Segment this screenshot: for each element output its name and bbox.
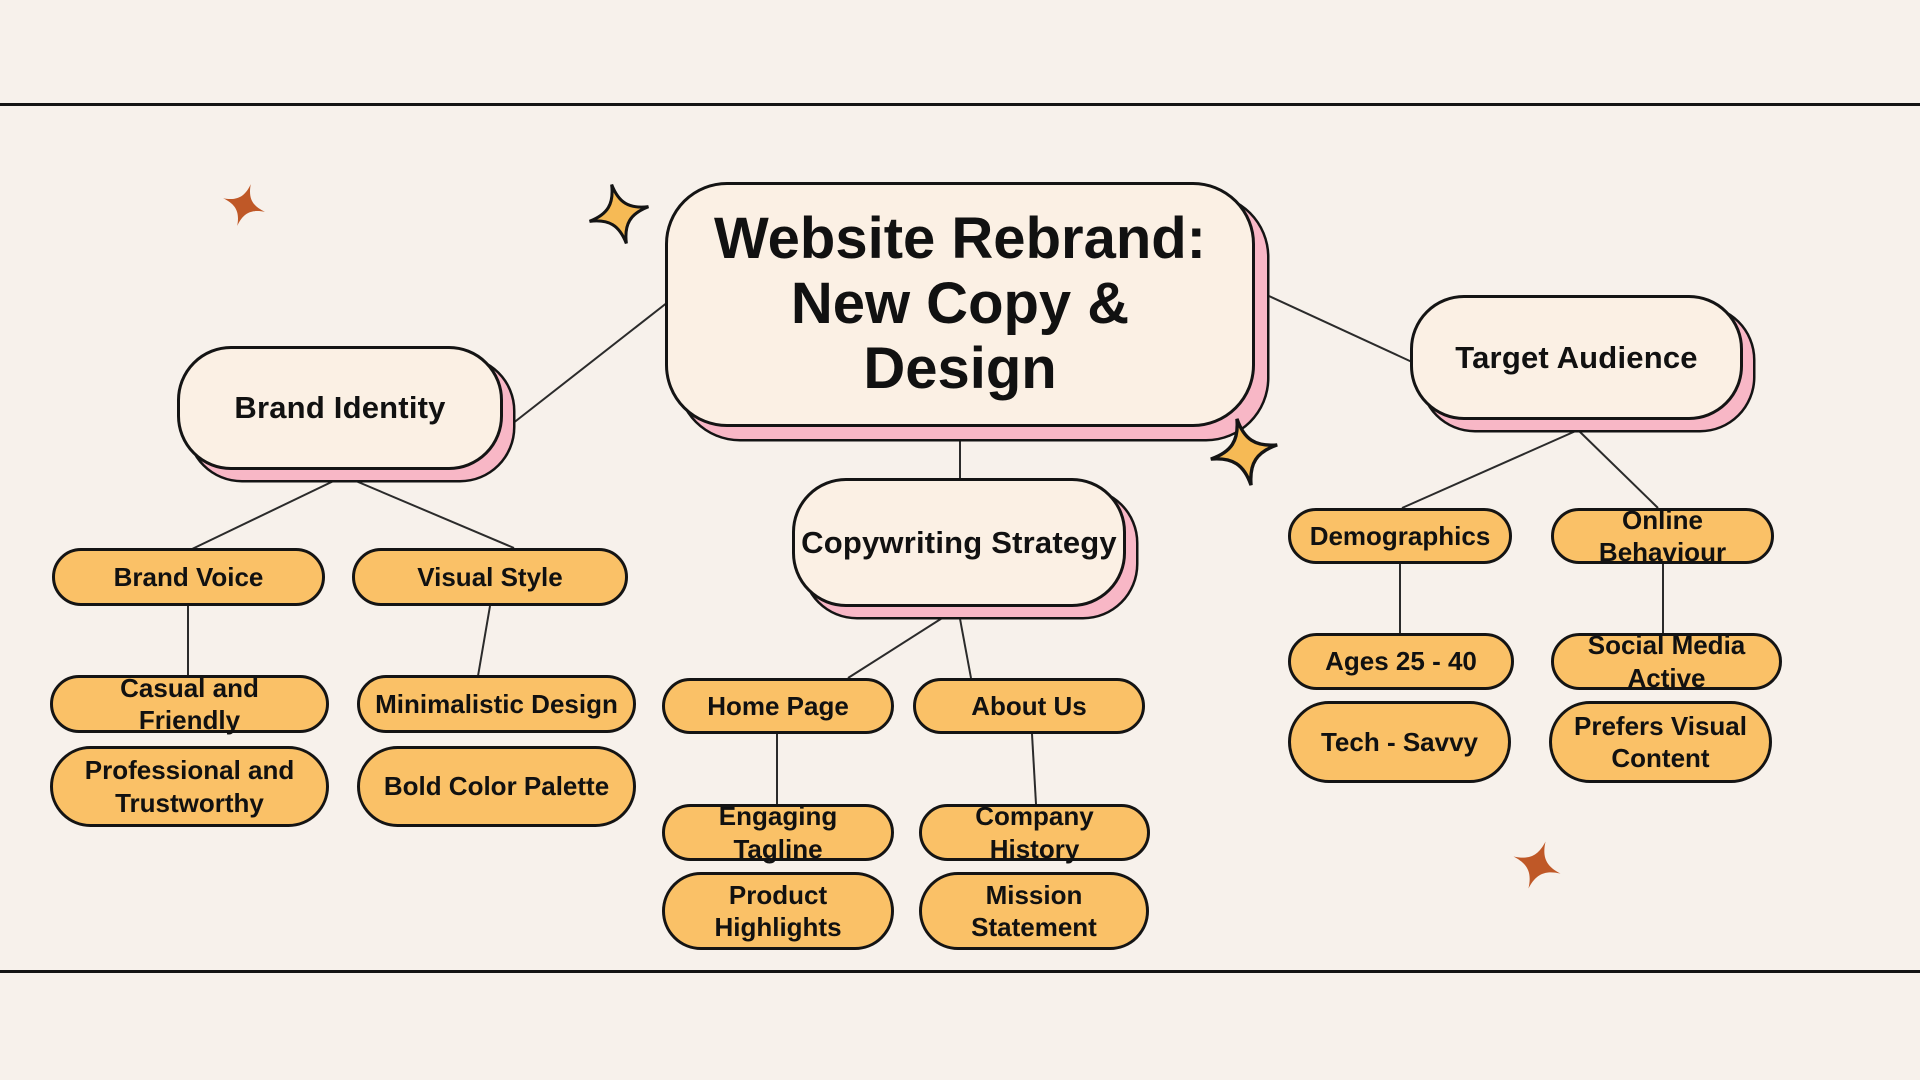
node-minimalistic-design: Minimalistic Design: [357, 675, 636, 733]
connector-line: [189, 475, 345, 551]
node-prefers-visual-content: Prefers Visual Content: [1549, 701, 1772, 783]
node-copywriting-strategy: Copywriting Strategy: [792, 478, 1126, 607]
node-tech-savvy: Tech - Savvy: [1288, 701, 1511, 783]
connector-line: [847, 607, 959, 679]
connector-line: [1401, 429, 1579, 509]
connector-line: [957, 607, 972, 679]
node-brand-voice: Brand Voice: [52, 548, 325, 606]
connector-line: [1577, 429, 1659, 509]
node-mission-statement: Mission Statement: [919, 872, 1149, 950]
connector-line: [1255, 289, 1413, 363]
four-point-sparkle-amber-icon: [588, 183, 650, 245]
four-point-star-rust-icon: [1513, 841, 1561, 889]
node-about-us: About Us: [913, 678, 1145, 734]
node-engaging-tagline: Engaging Tagline: [662, 801, 894, 864]
node-company-history: Company History: [919, 801, 1150, 864]
node-demographics: Demographics: [1288, 508, 1512, 564]
node-home-page: Home Page: [662, 678, 894, 734]
node-title: Website Rebrand: New Copy & Design: [665, 182, 1255, 427]
title-line: Design: [863, 335, 1057, 401]
node-bold-color-palette: Bold Color Palette: [357, 746, 636, 827]
title-line: Website Rebrand:: [713, 206, 1206, 272]
title-line: New Copy &: [790, 271, 1130, 337]
node-online-behaviour: Online Behaviour: [1551, 505, 1774, 567]
node-professional-and-trustworthy: Professional and Trustworthy: [50, 746, 329, 827]
node-brand-identity: Brand Identity: [177, 346, 503, 470]
connector-line: [511, 301, 669, 425]
connector-line: [1031, 733, 1037, 805]
node-casual-and-friendly: Casual and Friendly: [50, 673, 329, 735]
bottom-divider: [0, 970, 1920, 973]
connector-line: [343, 475, 515, 549]
node-target-audience: Target Audience: [1410, 295, 1743, 420]
four-point-star-rust-icon: [223, 184, 265, 226]
top-divider: [0, 103, 1920, 106]
node-social-media-active: Social Media Active: [1551, 630, 1782, 693]
node-visual-style: Visual Style: [352, 548, 628, 606]
connector-line: [477, 605, 491, 677]
node-product-highlights: Product Highlights: [662, 872, 894, 950]
node-ages-25-40: Ages 25 - 40: [1288, 633, 1514, 690]
